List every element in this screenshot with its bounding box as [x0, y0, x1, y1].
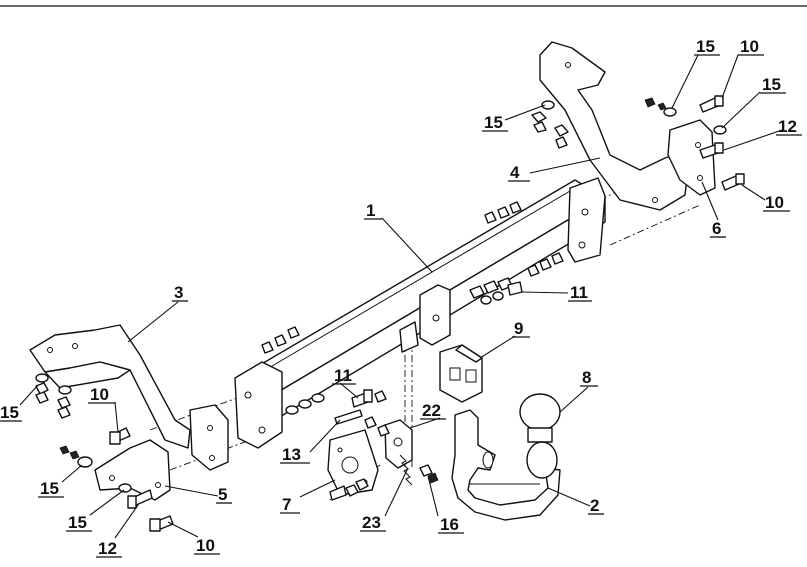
right-side-arm [539, 41, 691, 211]
leader-lines [19, 54, 783, 539]
callout-10-bottom: 10 [196, 536, 215, 555]
tow-ball [519, 393, 561, 479]
callout-7: 7 [282, 495, 291, 514]
callout-16: 16 [440, 515, 459, 534]
bolt-11-left [351, 389, 387, 408]
bolt-10-right [721, 173, 745, 191]
callout-1: 1 [366, 201, 375, 220]
bolt-10-left [109, 427, 131, 445]
right-bracket-plate [667, 119, 716, 196]
electrical-socket [439, 344, 483, 403]
callout-11-left: 11 [334, 366, 352, 385]
nuts-top [531, 100, 569, 149]
callout-9: 9 [514, 319, 523, 338]
bolt-10-top-right [699, 95, 724, 113]
callout-3: 3 [174, 283, 183, 302]
callout-4: 4 [510, 163, 520, 182]
beam-nuts-left [261, 326, 325, 415]
fasteners [35, 95, 745, 532]
bolt-12-left [127, 489, 153, 509]
callout-labels: 1 2 3 4 5 6 7 8 9 10 10 10 10 11 11 12 1 [0, 37, 802, 558]
callout-23: 23 [362, 513, 381, 532]
bolt-13 [334, 409, 390, 437]
bolt-12-right [699, 142, 724, 159]
callout-12-right: 12 [778, 117, 797, 136]
callout-10-top-right: 10 [740, 37, 759, 56]
callout-11-center: 11 [570, 283, 588, 302]
cross-beam [234, 177, 606, 449]
callout-15-right: 15 [762, 75, 781, 94]
left-bracket-plate [94, 404, 229, 501]
callout-2: 2 [590, 496, 599, 515]
callout-15-left-bottom: 15 [68, 513, 87, 532]
callout-6: 6 [712, 219, 721, 238]
callout-15-top: 15 [484, 113, 503, 132]
callout-15-top-right: 15 [696, 37, 715, 56]
tow-bar-neck [451, 409, 561, 521]
callout-22: 22 [422, 401, 441, 420]
mounting-bracket [384, 419, 413, 469]
callout-10-right: 10 [765, 193, 784, 212]
left-washers-nuts [35, 373, 72, 419]
nut-16 [419, 464, 439, 484]
beam-nuts-right [484, 201, 564, 277]
bolt-10-bottom-left [149, 515, 174, 532]
callout-12-left: 12 [98, 539, 117, 558]
spring [399, 454, 413, 486]
left-side-arm [29, 324, 191, 449]
washers-right [644, 97, 727, 135]
callout-15-left-top: 15 [0, 403, 19, 422]
callout-10-left: 10 [90, 385, 109, 404]
callout-15-left-middle: 15 [40, 479, 59, 498]
left-lower-washers [59, 445, 132, 493]
callout-8: 8 [582, 368, 591, 387]
callout-13: 13 [282, 445, 301, 464]
bolt-bottom-center [329, 478, 369, 501]
callout-5: 5 [218, 485, 227, 504]
